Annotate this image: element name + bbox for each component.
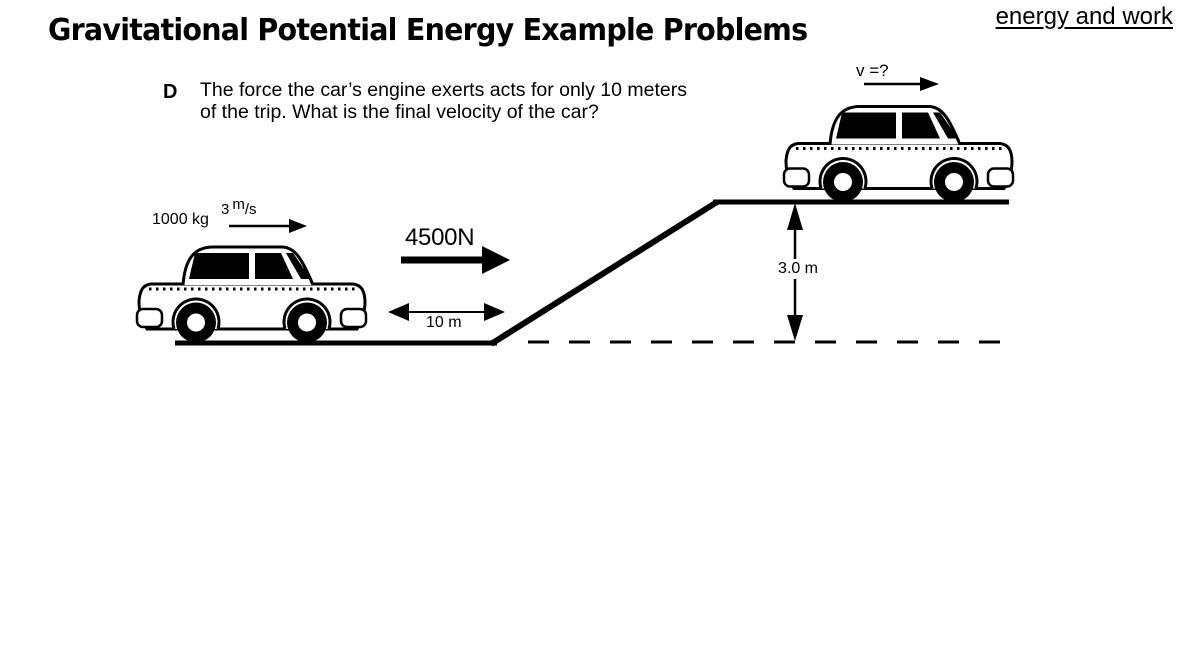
force-label: 4500N xyxy=(405,224,475,251)
ramp-line xyxy=(489,199,719,347)
distance-label: 10 m xyxy=(426,314,462,331)
problem-statement: The force the car’s engine exerts acts f… xyxy=(200,79,688,123)
height-label: 3.0 m xyxy=(770,259,826,279)
distance-arrow xyxy=(388,303,505,321)
page-title: Gravitational Potential Energy Example P… xyxy=(48,13,808,48)
force-arrow xyxy=(401,246,510,274)
initial-speed-arrow xyxy=(229,219,307,233)
speed-value: 3 xyxy=(221,201,230,218)
car-lower xyxy=(135,245,368,344)
mass-label: 1000 kg xyxy=(152,211,209,228)
final-velocity-arrow xyxy=(864,77,939,91)
car-upper xyxy=(782,105,1015,204)
topic-link: energy and work xyxy=(995,3,1173,30)
problem-line-1: The force the car’s engine exerts acts f… xyxy=(200,79,688,101)
final-velocity-label: v =? xyxy=(856,61,889,80)
problem-letter: D xyxy=(163,81,178,103)
speed-unit-denominator: /s xyxy=(244,201,257,218)
problem-line-2: of the trip. What is the final velocity … xyxy=(200,100,599,123)
speed-unit-numerator: m xyxy=(232,196,245,213)
